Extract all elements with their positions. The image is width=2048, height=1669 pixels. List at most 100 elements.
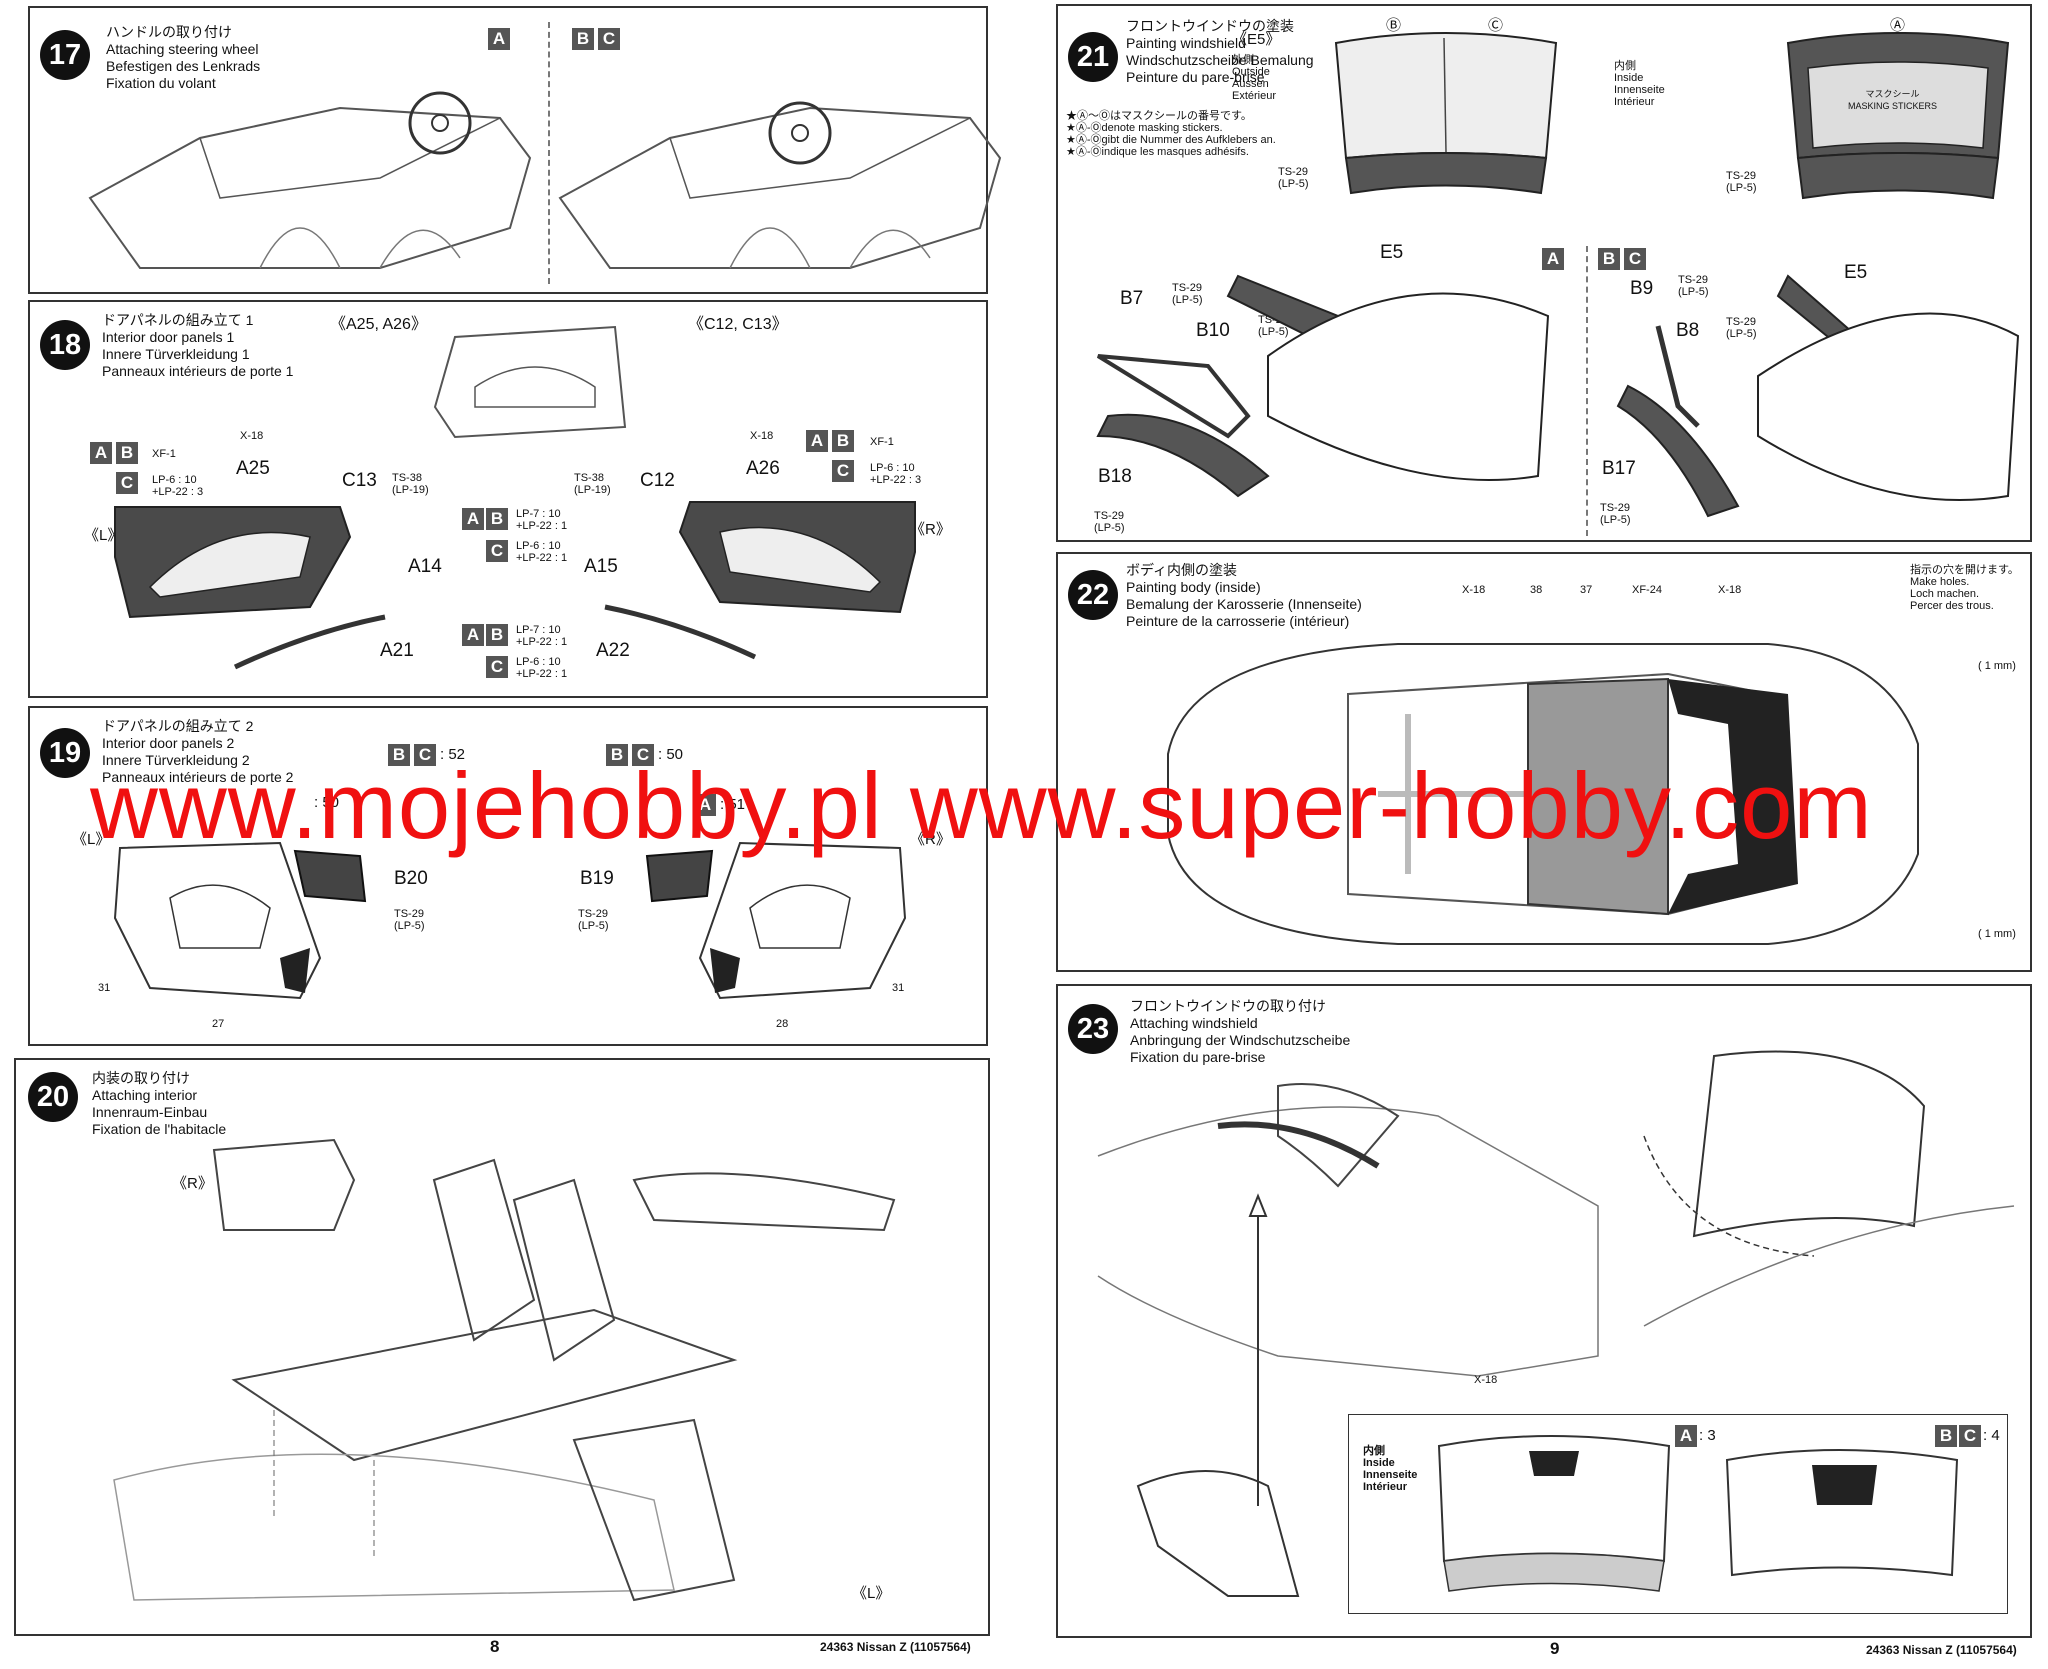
step-number: 23: [1068, 1004, 1118, 1054]
part-e5-b: E5: [1844, 262, 1868, 283]
variant-a-tag: A: [90, 442, 112, 464]
watermark: www.mojehobby.pl www.super-hobby.com: [90, 753, 1873, 858]
step-18: 18 ドアパネルの組み立て 1 Interior door panels 1 I…: [28, 300, 988, 698]
step-title: フロントウインドウの塗装 Painting windshield Windsch…: [1126, 18, 1314, 85]
drill-size-top: ( 1 mm): [1978, 660, 2016, 672]
right-page: 21 フロントウインドウの塗装 Painting windshield Wind…: [1030, 0, 2048, 1669]
windshield-inside-a: [1437, 1435, 1671, 1592]
step-title: ドアパネルの組み立て 2 Interior door panels 2 Inne…: [102, 718, 294, 785]
color-x18-right: X-18: [750, 430, 774, 442]
variant-a-tag: A: [806, 430, 828, 452]
color-ts29-left: TS-29 (LP-5): [394, 908, 425, 932]
color-xf1-right: XF-1: [870, 436, 894, 448]
sticker-50-bc: : 50: [658, 746, 684, 763]
masking-stickers-label: マスクシール MASKING STICKERS: [1848, 89, 1938, 111]
color-ts38-left: TS-38 (LP-19): [392, 472, 429, 496]
side-left: 《L》: [84, 527, 123, 544]
variant-b-tag: B: [486, 508, 508, 530]
variant-b-tag: B: [1598, 248, 1620, 270]
variant-a-tag: A: [488, 28, 510, 50]
footer-code-left: 24363 Nissan Z (11057564): [820, 1640, 971, 1654]
footer-code-right: 24363 Nissan Z (11057564): [1866, 1643, 2017, 1657]
interior-assembly-drawing: [113, 1138, 896, 1602]
part-b17: B17: [1602, 458, 1636, 479]
step-number: 22: [1068, 570, 1118, 620]
variant-c-tag: C: [1624, 248, 1646, 270]
part-c12: C12: [640, 470, 675, 491]
variant-a-tag: A: [1542, 248, 1564, 270]
part-a21: A21: [380, 640, 414, 661]
variant-c-tag: C: [414, 744, 436, 766]
variant-b-tag: B: [388, 744, 410, 766]
color-ts29-b7: TS-29 (LP-5): [1172, 282, 1203, 306]
mask-a: Ⓐ: [1890, 17, 1906, 34]
color-ts29-outside: TS-29 (LP-5): [1278, 166, 1309, 190]
windshield-install-drawing: [1097, 1083, 1599, 1597]
mask-c: Ⓒ: [1488, 17, 1504, 34]
windshield-outside: [1334, 32, 1558, 195]
trim-strip-right: [604, 604, 757, 660]
door-pocket-b20: [293, 849, 367, 903]
dashboard-drawing-bc: [558, 101, 1002, 269]
side-right: 《R》: [910, 521, 951, 538]
color-x18-b: X-18: [1718, 584, 1742, 596]
step-number: 17: [40, 30, 90, 80]
masking-note: ★Ⓐ～Ⓞはマスクシールの番号です。 ★Ⓐ-Ⓞdenote masking sti…: [1066, 110, 1276, 158]
part-b10: B10: [1196, 320, 1230, 341]
inside-detail-box: 内側 Inside Innenseite Intérieur A : 3 B C…: [1348, 1414, 2008, 1614]
page-number-right: 9: [1550, 1639, 1560, 1658]
color-ts29-b9: TS-29 (LP-5): [1678, 274, 1709, 298]
part-b19: B19: [580, 868, 614, 889]
variant-a-tag: A: [462, 624, 484, 646]
windshield-close-up: [1643, 1050, 2015, 1327]
sticker-37: 37: [1580, 584, 1593, 596]
step-17: 17 ハンドルの取り付け Attaching steering wheel Be…: [28, 6, 1002, 294]
color-ts29-b8: TS-29 (LP-5): [1726, 316, 1757, 340]
part-e5-label: 《E5》: [1232, 31, 1281, 48]
windshield-inside-bc: [1725, 1449, 1959, 1577]
color-xf1-left: XF-1: [152, 448, 176, 460]
step-number: 20: [28, 1072, 78, 1122]
inside-label: 内側 Inside Innenseite Intérieur: [1363, 1445, 1418, 1493]
callout-c12-c13: 《C12, C13》: [688, 316, 788, 333]
variant-c-tag: C: [1959, 1425, 1981, 1447]
color-ts29-b17: TS-29 (LP-5): [1600, 502, 1631, 526]
color-x18-a: X-18: [1462, 584, 1486, 596]
part-b18: B18: [1098, 466, 1132, 487]
variant-b-tag: B: [1935, 1425, 1957, 1447]
part-a15: A15: [584, 556, 618, 577]
divider: [548, 22, 550, 284]
part-a25: A25: [236, 458, 270, 479]
part-e5-a: E5: [1380, 242, 1404, 263]
color-mix-4: LP-6 : 10 +LP-22 : 1: [516, 656, 568, 680]
door-pocket-b19: [645, 849, 714, 903]
variant-b-tag: B: [832, 430, 854, 452]
step-19: 19 ドアパネルの組み立て 2 Interior door panels 2 I…: [28, 706, 988, 1046]
drill-size-bottom: ( 1 mm): [1978, 928, 2016, 940]
color-lp-left: LP-6 : 10 +LP-22 : 3: [152, 474, 204, 498]
variant-a-tag: A: [1675, 1425, 1697, 1447]
variant-c-tag: C: [832, 460, 854, 482]
callout-a25-a26: 《A25, A26》: [330, 316, 427, 333]
variant-a-tag: A: [694, 794, 716, 816]
part-b9: B9: [1630, 278, 1654, 299]
sticker-bc4: : 4: [1983, 1427, 2000, 1444]
wiper-cowl-parts-bc: [1616, 274, 2020, 518]
dashboard-drawing-a: [88, 91, 532, 269]
step-20: 20 内装の取り付け Attaching interior Innenraum-…: [14, 1058, 990, 1636]
step-number: 18: [40, 320, 90, 370]
trim-strip-left: [233, 614, 386, 670]
sticker-31-left: 31: [98, 982, 111, 994]
variant-b-tag: B: [116, 442, 138, 464]
color-xf24: XF-24: [1632, 584, 1662, 596]
door-inner-left: [113, 841, 322, 1000]
step-number: 19: [40, 728, 90, 778]
side-right: 《R》: [172, 1175, 213, 1192]
variant-c-tag: C: [486, 540, 508, 562]
color-ts29-b18: TS-29 (LP-5): [1094, 510, 1125, 534]
windshield-inside: [1786, 32, 2010, 200]
step-title: ハンドルの取り付け Attaching steering wheel Befes…: [106, 24, 261, 91]
page-number-left: 8: [490, 1637, 500, 1656]
variant-c-tag: C: [116, 472, 138, 494]
color-mix-1: LP-7 : 10 +LP-22 : 1: [516, 508, 568, 532]
